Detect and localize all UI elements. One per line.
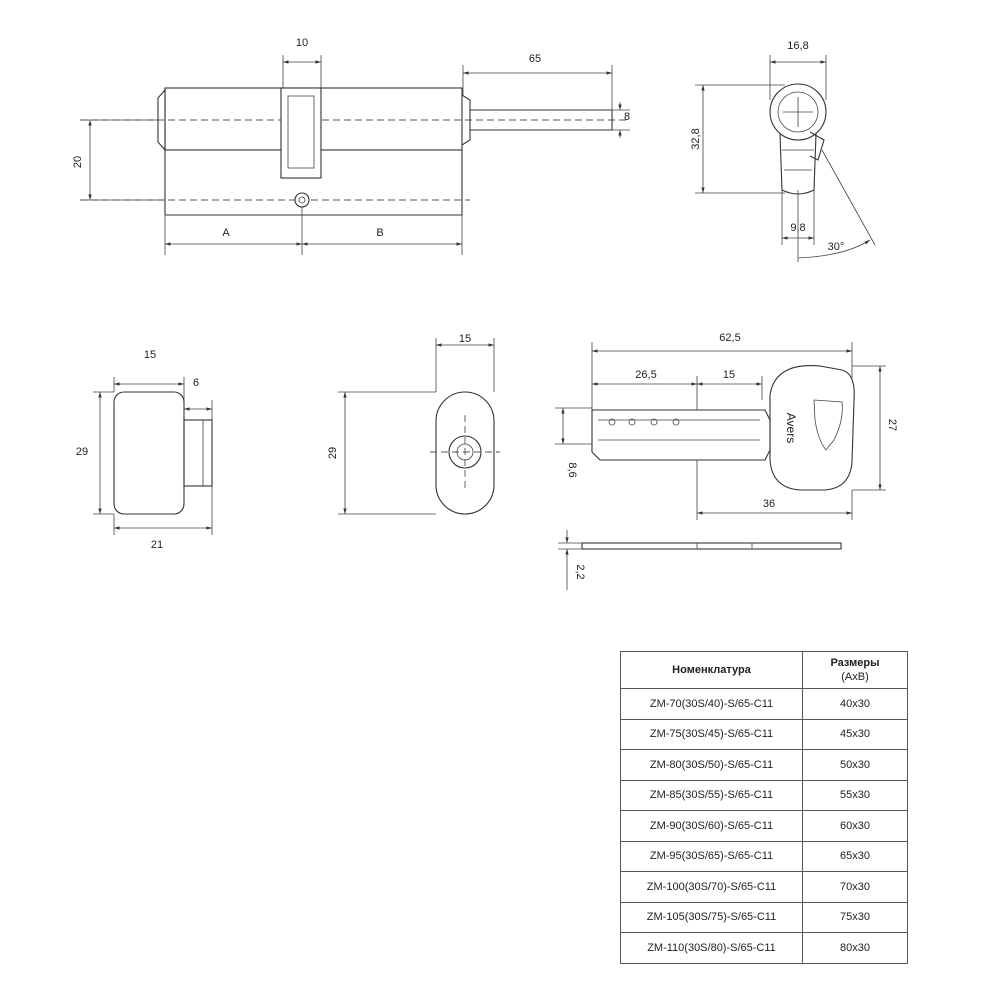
cylinder-side-view: 10 65 8 20 A B [72, 37, 630, 255]
cell-size: 45x30 [802, 718, 908, 750]
cell-size: 55x30 [802, 779, 908, 811]
oval-profile-view: 15 29 [327, 333, 500, 515]
column-header-size: Размеры (AxB) [802, 651, 908, 689]
cell-name: ZM-105(30S/75)-S/65-C11 [620, 901, 803, 933]
cell-size: 75x30 [802, 901, 908, 933]
table-header-row: Номенклатура Размеры (AxB) [620, 651, 908, 689]
cell-size: 50x30 [802, 749, 908, 781]
dim-cam-thickness: 8 [624, 111, 630, 123]
cell-size: 80x30 [802, 932, 908, 964]
dim-knob-height: 29 [76, 446, 88, 458]
dim-knob-stem: 6 [193, 377, 199, 389]
cell-name: ZM-70(30S/40)-S/65-C11 [620, 688, 803, 720]
dim-cam-length: 65 [529, 53, 541, 65]
dim-oval-height: 29 [327, 447, 339, 459]
dim-profile-width: 16,8 [787, 40, 808, 52]
cylinder-profile-view: 16,8 32,8 9,8 30° [690, 40, 876, 262]
dim-side-b: B [376, 227, 383, 239]
dim-key-head-height: 27 [886, 419, 898, 431]
dim-key-blade-height: 8,6 [566, 462, 578, 477]
specification-table: Номенклатура Размеры (AxB) ZM-70(30S/40)… [620, 651, 908, 964]
cell-name: ZM-100(30S/70)-S/65-C11 [620, 871, 803, 903]
cell-name: ZM-75(30S/45)-S/65-C11 [620, 718, 803, 750]
dim-side-a: A [222, 227, 230, 239]
dim-profile-height: 32,8 [690, 128, 702, 149]
cell-name: ZM-85(30S/55)-S/65-C11 [620, 779, 803, 811]
dim-key-blade-part: 26,5 [635, 369, 656, 381]
dim-key-length: 62,5 [719, 332, 740, 344]
dim-cylinder-top: 10 [296, 37, 308, 49]
column-header-size-label: Размеры [830, 657, 880, 669]
knob-view: 15 6 29 21 [76, 349, 213, 551]
cell-name: ZM-90(30S/60)-S/65-C11 [620, 810, 803, 842]
dim-cam-angle: 30° [828, 241, 845, 253]
cell-name: ZM-95(30S/65)-S/65-C11 [620, 840, 803, 872]
dim-knob-width: 15 [144, 349, 156, 361]
cell-name: ZM-80(30S/50)-S/65-C11 [620, 749, 803, 781]
cell-size: 60x30 [802, 810, 908, 842]
dim-knob-depth: 21 [151, 539, 163, 551]
dim-body-height: 20 [72, 156, 84, 168]
dim-key-head-length: 36 [763, 498, 775, 510]
key-brand-logo: Avers [784, 413, 798, 443]
cell-size: 65x30 [802, 840, 908, 872]
cell-size: 40x30 [802, 688, 908, 720]
dim-oval-width: 15 [459, 333, 471, 345]
column-header-name: Номенклатура [620, 651, 803, 689]
dim-key-middle-part: 15 [723, 369, 735, 381]
key-view: Avers 62,5 26,5 15 8,6 27 36 [555, 332, 898, 590]
cell-name: ZM-110(30S/80)-S/65-C11 [620, 932, 803, 964]
cell-size: 70x30 [802, 871, 908, 903]
column-header-size-sub: (AxB) [841, 671, 869, 683]
dim-key-thickness: 2,2 [574, 564, 586, 579]
